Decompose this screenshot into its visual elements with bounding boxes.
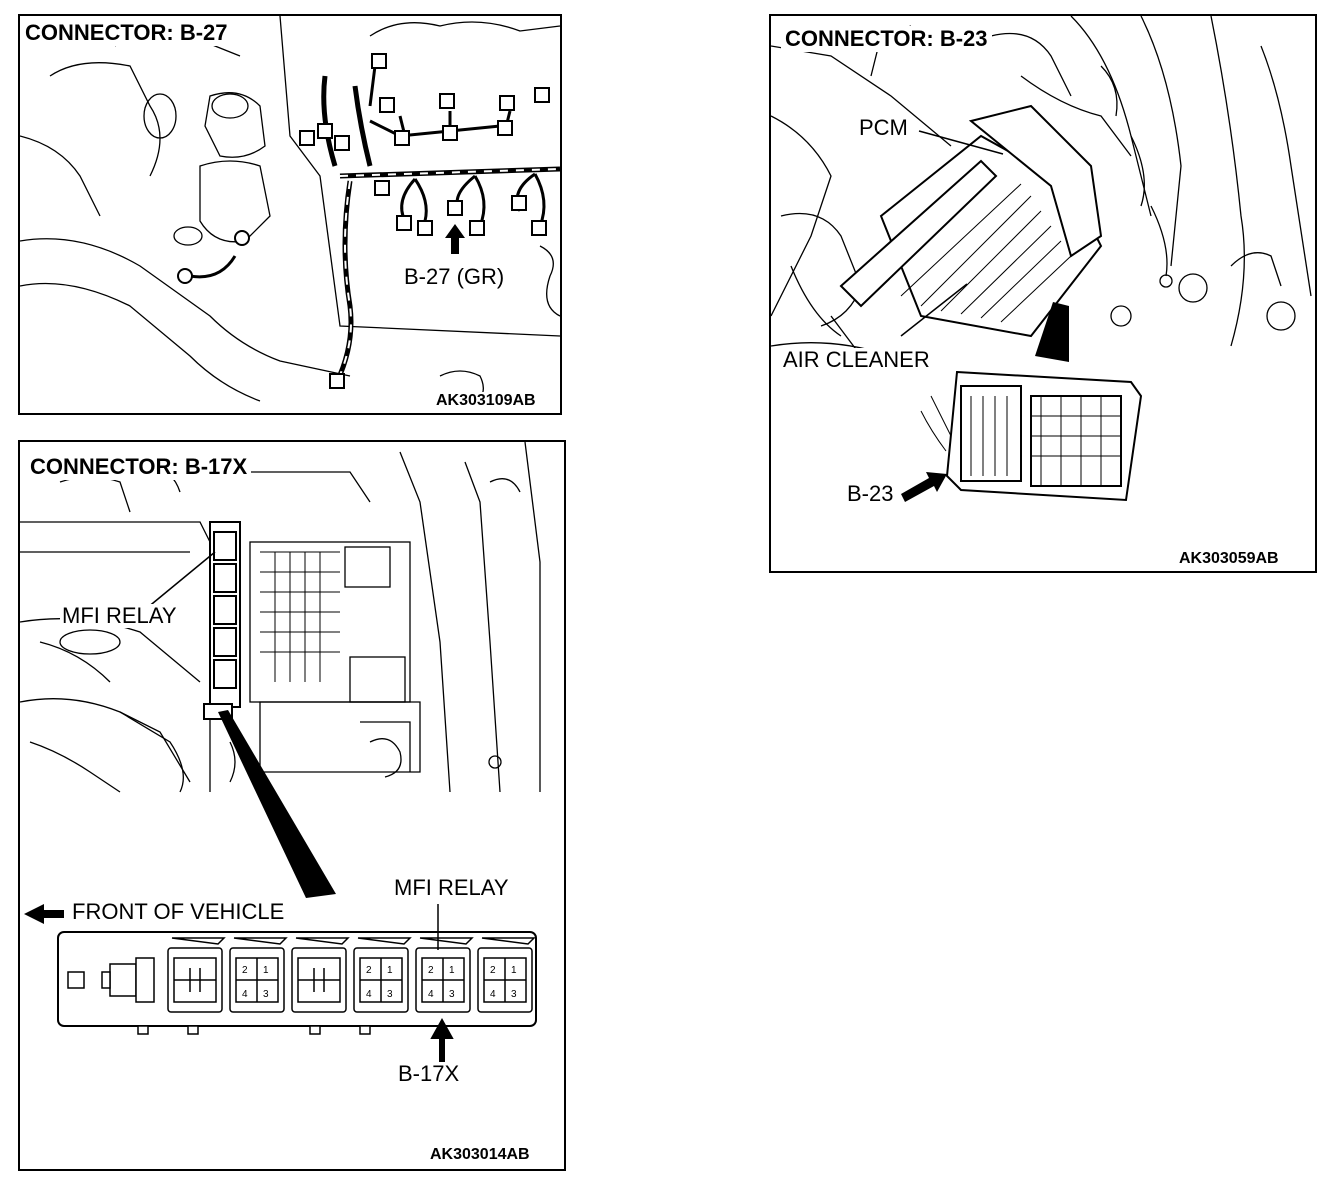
svg-text:2: 2 xyxy=(490,965,496,976)
mfi-relay-label-detail: MFI RELAY xyxy=(392,875,511,900)
svg-text:1: 1 xyxy=(449,965,455,976)
mfi-relay-label-top: MFI RELAY xyxy=(60,603,179,628)
panel-title: CONNECTOR: B-23 xyxy=(781,26,992,52)
b27-engine-illustration xyxy=(20,16,560,407)
air-cleaner-label: AIR CLEANER xyxy=(781,347,932,372)
svg-text:2: 2 xyxy=(366,965,372,976)
pcm-label: PCM xyxy=(857,115,910,140)
callout-label-b17x: B-17X xyxy=(396,1061,462,1086)
svg-text:2: 2 xyxy=(242,965,248,976)
figure-id: AK303059AB xyxy=(1177,550,1281,568)
svg-text:1: 1 xyxy=(387,965,393,976)
svg-text:3: 3 xyxy=(263,989,269,1000)
svg-text:3: 3 xyxy=(387,989,393,1000)
panel-title: CONNECTOR: B-17X xyxy=(26,454,252,480)
svg-text:4: 4 xyxy=(428,989,434,1000)
svg-text:4: 4 xyxy=(366,989,372,1000)
figure-id: AK303109AB xyxy=(434,392,538,410)
svg-text:4: 4 xyxy=(490,989,496,1000)
panel-connector-b17x: 2 1 4 3 2 1 4 3 2 1 4 3 2 1 4 3 CONNECTOR: B-17X MFI RE… xyxy=(18,440,566,1171)
figure-id: AK303014AB xyxy=(428,1146,532,1164)
panel-connector-b27: CONNECTOR: B-27 B-27 (GR) AK303109AB xyxy=(18,14,562,415)
b17x-relay-box-illustration: 2 1 4 3 2 1 4 3 2 1 4 3 2 1 4 3 xyxy=(20,442,541,1063)
svg-text:1: 1 xyxy=(511,965,517,976)
front-of-vehicle-label: FRONT OF VEHICLE xyxy=(70,899,287,924)
svg-text:3: 3 xyxy=(511,989,517,1000)
callout-label-b23: B-23 xyxy=(845,481,896,506)
svg-text:2: 2 xyxy=(428,965,434,976)
svg-text:1: 1 xyxy=(263,965,269,976)
svg-text:3: 3 xyxy=(449,989,455,1000)
panel-connector-b23: CONNECTOR: B-23 PCM AIR CLEANER B-23 AK3… xyxy=(769,14,1317,573)
panel-title: CONNECTOR: B-27 xyxy=(21,20,232,46)
b23-pcm-illustration xyxy=(771,16,1312,502)
callout-label-b27: B-27 (GR) xyxy=(402,264,507,289)
svg-text:4: 4 xyxy=(242,989,248,1000)
